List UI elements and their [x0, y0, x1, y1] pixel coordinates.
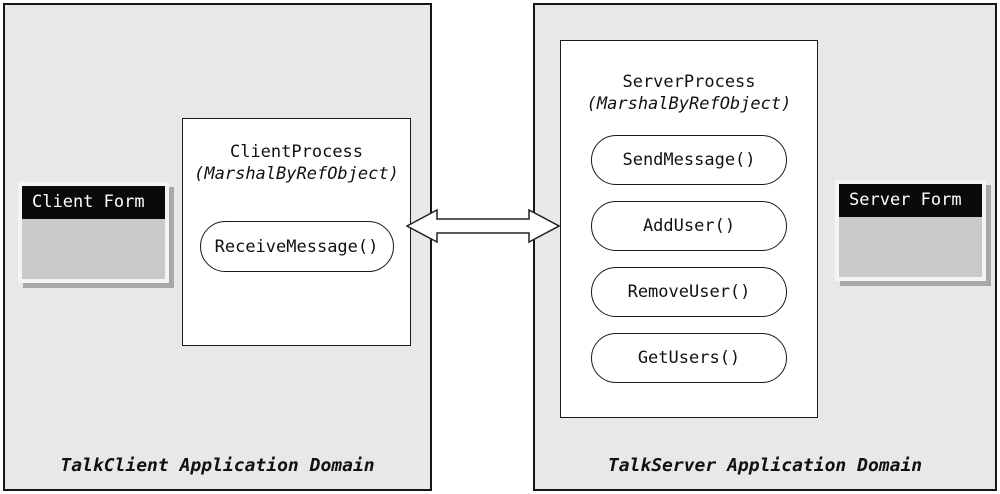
- client-form-title: Client Form: [32, 192, 145, 212]
- server-form-titlebar: Server Form: [839, 184, 982, 217]
- server-domain-label: TalkServer Application Domain: [607, 455, 923, 476]
- client-process-box: ClientProcess (MarshalByRefObject) Recei…: [182, 118, 411, 346]
- method-label: GetUsers(): [637, 348, 741, 368]
- server-form-body: [839, 217, 982, 277]
- client-form-window: Client Form: [18, 182, 169, 283]
- server-form-title: Server Form: [849, 190, 962, 210]
- method-label: AddUser(): [642, 216, 736, 236]
- client-domain-label: TalkClient Application Domain: [60, 455, 375, 476]
- method-oval-getusers: GetUsers(): [591, 333, 787, 383]
- client-process-baseclass: (MarshalByRefObject): [194, 164, 399, 184]
- client-process-name: ClientProcess: [229, 142, 364, 162]
- bidirectional-arrow-icon: [406, 208, 560, 244]
- server-process-name: ServerProcess: [622, 72, 756, 92]
- client-domain-box: Client Form ClientProcess (MarshalByRefO…: [3, 3, 432, 491]
- method-oval-removeuser: RemoveUser(): [591, 267, 787, 317]
- server-process-box: ServerProcess (MarshalByRefObject) SendM…: [560, 40, 818, 418]
- method-oval-adduser: AddUser(): [591, 201, 787, 251]
- method-oval-receivemessage: ReceiveMessage(): [199, 221, 394, 272]
- method-label: RemoveUser(): [627, 282, 751, 302]
- client-form-titlebar: Client Form: [22, 186, 165, 219]
- server-form-window: Server Form: [835, 180, 986, 281]
- method-label: SendMessage(): [622, 150, 756, 170]
- server-process-baseclass: (MarshalByRefObject): [586, 94, 792, 114]
- server-domain-box: ServerProcess (MarshalByRefObject) SendM…: [533, 3, 997, 491]
- client-form-body: [22, 219, 165, 279]
- method-label: ReceiveMessage(): [214, 236, 379, 257]
- method-oval-sendmessage: SendMessage(): [591, 135, 787, 185]
